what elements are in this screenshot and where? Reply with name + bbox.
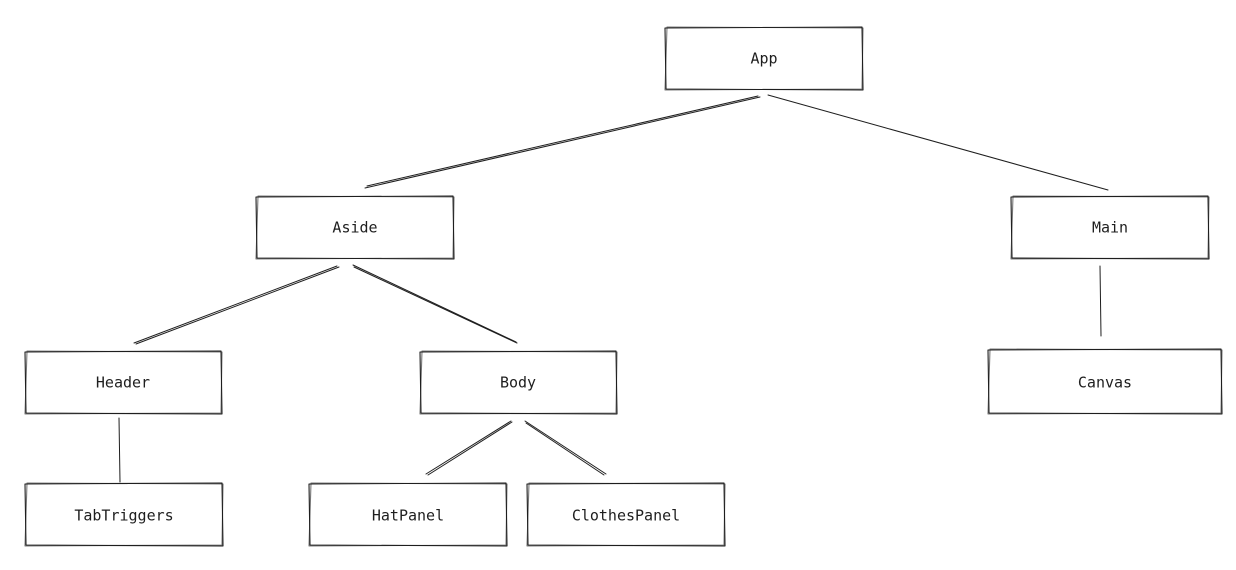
node-label-clothes-panel: ClothesPanel	[572, 507, 680, 525]
node-app: App	[664, 26, 864, 91]
node-label-canvas: Canvas	[1078, 374, 1132, 392]
node-header: Header	[24, 350, 223, 415]
edge-main-canvas	[1099, 265, 1102, 337]
node-hat-panel: HatPanel	[308, 482, 508, 547]
node-label-app: App	[750, 50, 777, 68]
node-label-hat-panel: HatPanel	[372, 507, 444, 525]
node-label-aside: Aside	[332, 219, 377, 237]
node-body: Body	[419, 350, 618, 415]
edge-aside-body	[352, 264, 518, 344]
node-clothes-panel: ClothesPanel	[526, 482, 726, 547]
node-tab-triggers: TabTriggers	[24, 482, 224, 547]
edge-header-tabtriggers	[118, 417, 121, 483]
edges	[118, 94, 1109, 483]
edge-app-aside	[364, 95, 761, 189]
node-aside: Aside	[255, 195, 455, 260]
node-label-main: Main	[1092, 219, 1128, 237]
edge-body-hatpanel	[425, 420, 513, 476]
node-canvas: Canvas	[987, 348, 1223, 415]
node-label-tab-triggers: TabTriggers	[74, 507, 173, 525]
edge-aside-header	[133, 265, 340, 345]
edge-body-clothespanel	[524, 420, 607, 476]
edge-app-main	[767, 94, 1109, 191]
node-label-header: Header	[96, 374, 150, 392]
node-main: Main	[1010, 195, 1210, 260]
node-label-body: Body	[500, 374, 536, 392]
